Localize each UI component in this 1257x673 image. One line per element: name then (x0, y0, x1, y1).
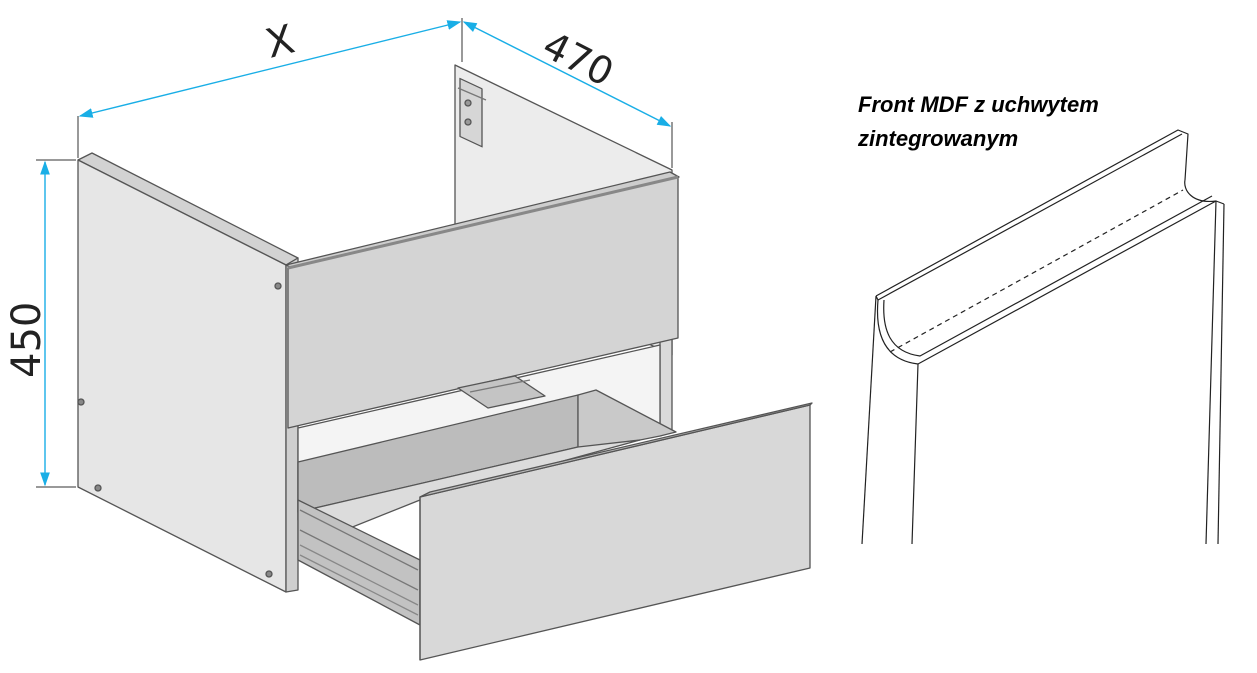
dimension-lines (36, 18, 673, 488)
width-dimension-line (78, 20, 462, 118)
depth-dimension-line (462, 21, 672, 127)
wall-bracket (457, 77, 487, 148)
width-dimension-label: X (261, 16, 299, 67)
height-dimension-label: 450 (4, 302, 50, 378)
screw (274, 282, 282, 290)
screw (265, 570, 273, 578)
left-side-panel (77, 159, 287, 593)
caption-line-1: Front MDF z uchwytem (858, 92, 1099, 117)
screw (77, 398, 85, 406)
depth-dimension-label: 470 (536, 23, 621, 95)
lower-drawer (297, 389, 813, 661)
mdf-front-profile-drawing (861, 129, 1225, 545)
caption-line-2: zintegrowanym (858, 126, 1019, 151)
screw (94, 484, 102, 492)
mdf-front-caption: Front MDF z uchwytem zintegrowanym (858, 88, 1158, 156)
right-panel-edge (659, 336, 673, 437)
back-slide (457, 375, 546, 409)
lower-drawer-front-edge (419, 402, 813, 498)
